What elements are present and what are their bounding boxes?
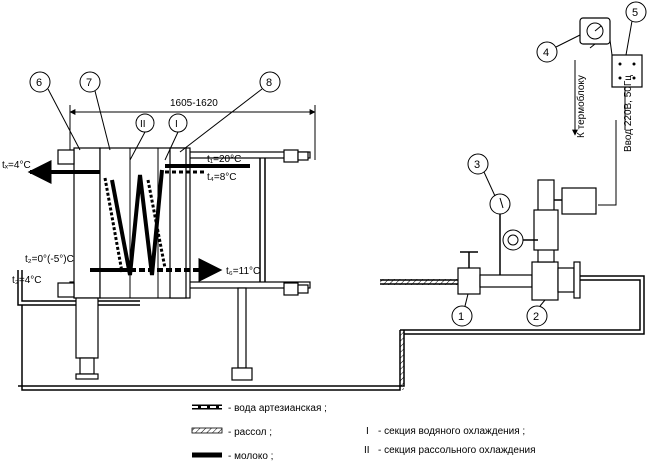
legend-water-label: - вода артезианская ; [228,403,327,414]
callouts-exchanger: 6 7 8 [29,71,281,153]
legend: - вода артезианская ; - рассол ; - молок… [191,403,535,462]
legend-section-water-mark: I [366,426,369,437]
artesian-water-loop [17,270,645,391]
callouts-pump: 1 2 3 [451,153,548,327]
temp-water-out: t₆=11°C [226,266,260,277]
callout-8: 8 [266,77,272,89]
callout-6: 6 [36,77,42,89]
temp-brine-out: t₃=4°C [12,275,41,286]
callout-7: 7 [86,77,92,89]
legend-milk-label: - молоко ; [228,451,273,462]
temp-brine-in: t₂=0°(-5°)C [25,254,74,265]
label-power-input: Ввод 220В, 50Гц [623,75,634,152]
legend-section-water-label: - секция водяного охлаждения ; [378,426,525,437]
milk-lines [27,160,250,282]
callout-4: 4 [543,47,549,59]
section-mark-brine: II [140,119,146,130]
label-to-thermoblock: К термоблоку [575,75,587,138]
legend-milk: - молоко ; [192,451,273,462]
legend-brine-label: - рассол ; [228,427,272,438]
pump-assembly [457,179,597,301]
temp-outlet-left: tₓ=4°C [2,160,31,171]
legend-water: - вода артезианская ; [192,403,327,414]
milk-flow-zigzag [103,169,167,276]
dimension-text: 1605-1620 [170,98,218,109]
control-units: 4 5 [536,1,647,206]
section-marks: II I [129,113,188,161]
legend-section-brine-label: - секция рассольного охлаждения [378,445,535,456]
callout-5: 5 [632,7,638,19]
temp-milk-in: t₁=20°C [207,154,241,165]
callout-3: 3 [474,159,480,171]
plate-heat-exchanger [57,147,311,381]
callout-2: 2 [533,311,539,323]
temp-milk-mid: t₄=8°C [207,172,236,183]
dimension-line: 1605-1620 [69,98,316,160]
legend-section-brine-mark: II [364,445,370,456]
temperature-labels: tₓ=4°C t₁=20°C t₄=8°C t₂=0°(-5°)C t₃=4°C… [2,154,260,286]
section-mark-water: I [175,119,178,130]
callout-1: 1 [458,311,464,323]
legend-brine: - рассол ; [191,427,272,438]
